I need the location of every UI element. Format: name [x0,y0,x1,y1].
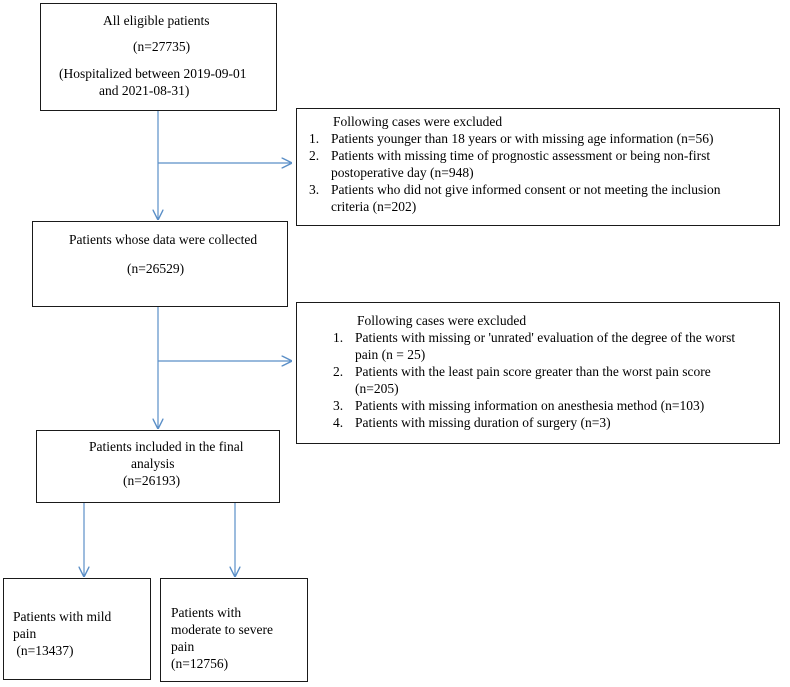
exclusion2-item: 2. Patients with the least pain score gr… [333,363,775,397]
exclusion1-box: Following cases were excluded 1. Patient… [296,108,780,226]
exclusion2-item: 3. Patients with missing information on … [333,397,775,414]
exclusion1-heading: Following cases were excluded [333,114,503,129]
exclusion1-item-text-cont: criteria (n=202) [331,199,417,214]
exclusion1-item-text: Patients younger than 18 years or with m… [331,131,714,146]
exclusion2-item-number: 1. [333,330,344,345]
exclusion2-item-number: 4. [333,415,344,430]
mild-count: (n=13437) [13,643,74,658]
exclusion1-item-text-cont: postoperative day (n=948) [331,165,474,180]
exclusion2-box: Following cases were excluded 1. Patient… [296,302,780,444]
final-analysis-box: Patients included in the final analysis … [36,430,280,503]
severe-count: (n=12756) [171,656,229,671]
eligible-patients-box: All eligible patients (n=27735) (Hospita… [40,3,277,111]
severe-line2: moderate to severe [171,622,273,637]
severe-pain-box: Patients with moderate to severe pain (n… [160,578,308,682]
eligible-period-line2: and 2021-08-31) [99,83,190,98]
exclusion2-item-text: Patients with the least pain score great… [355,364,711,379]
eligible-period-line1: (Hospitalized between 2019-09-01 [59,66,247,81]
exclusion2-item: 4. Patients with missing duration of sur… [333,414,775,431]
exclusion2-item-text-cont: (n=205) [355,381,399,396]
exclusion2-item: 1. Patients with missing or 'unrated' ev… [333,329,775,363]
eligible-count: (n=27735) [133,39,191,54]
exclusion1-item-number: 2. [309,148,320,163]
exclusion2-item-text: Patients with missing duration of surger… [355,415,611,430]
exclusion1-item-number: 1. [309,131,320,146]
exclusion2-item-text: Patients with missing information on ane… [355,398,705,413]
mild-pain-box: Patients with mild pain (n=13437) [3,578,151,680]
exclusion2-item-text-cont: pain (n = 25) [355,347,426,362]
final-count: (n=26193) [123,473,181,488]
exclusion1-list: 1. Patients younger than 18 years or wit… [309,130,774,215]
exclusion2-list: 1. Patients with missing or 'unrated' ev… [333,329,775,431]
exclusion2-heading: Following cases were excluded [357,313,527,328]
severe-line1: Patients with [171,605,242,620]
eligible-title: All eligible patients [103,13,210,28]
final-title-line2: analysis [131,456,175,471]
exclusion1-item-text: Patients with missing time of prognostic… [331,148,711,163]
exclusion1-item: 3. Patients who did not give informed co… [309,181,774,215]
exclusion1-item: 1. Patients younger than 18 years or wit… [309,130,774,147]
exclusion2-item-number: 3. [333,398,344,413]
collected-count: (n=26529) [127,261,185,276]
exclusion2-item-text: Patients with missing or 'unrated' evalu… [355,330,736,345]
severe-line3: pain [171,639,195,654]
mild-line1: Patients with mild [13,609,112,624]
collected-title: Patients whose data were collected [69,232,258,247]
mild-line2: pain [13,626,37,641]
exclusion1-item-number: 3. [309,182,320,197]
exclusion1-item-text: Patients who did not give informed conse… [331,182,721,197]
exclusion1-item: 2. Patients with missing time of prognos… [309,147,774,181]
final-title-line1: Patients included in the final [89,439,244,454]
exclusion2-item-number: 2. [333,364,344,379]
collected-patients-box: Patients whose data were collected (n=26… [32,221,288,307]
